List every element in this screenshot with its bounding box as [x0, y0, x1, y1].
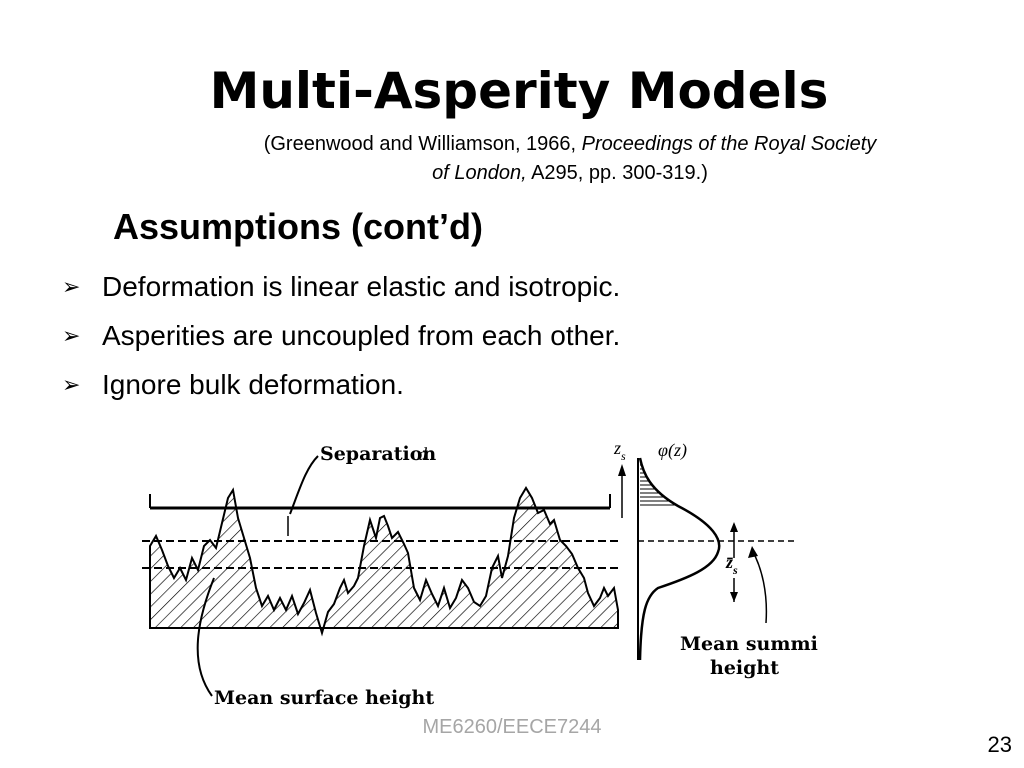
separation-symbol: d [418, 444, 428, 464]
citation-journal-line2: of London, [432, 162, 527, 184]
phi-distribution-curve [638, 457, 721, 661]
rough-surface-profile [149, 486, 619, 637]
arrow-bullet-icon: ➢ [62, 273, 81, 299]
citation-lead: (Greenwood and Williamson, 1966, [263, 133, 582, 155]
arrow-bullet-icon: ➢ [62, 371, 81, 397]
bullet-item: ➢ Ignore bulk deformation. [62, 360, 620, 409]
zs-label: zs [613, 438, 626, 463]
slide-number: 23 [987, 732, 1012, 757]
subheading: Assumptions (cont’d) [113, 206, 483, 247]
citation-journal-line1: Proceedings of the Royal Society [581, 133, 877, 155]
summit-label-line2: height [710, 657, 779, 679]
citation-tail: A295, pp. 300-319.) [526, 162, 708, 184]
course-footer: ME6260/EECE7244 [422, 716, 602, 738]
arrow-bullet-icon: ➢ [62, 322, 81, 348]
distribution-tail-hatch [640, 458, 678, 506]
slide-title: Multi-Asperity Models [209, 62, 829, 120]
mean-surface-label: Mean surface height [214, 687, 434, 709]
citation: (Greenwood and Williamson, 1966, Proceed… [170, 130, 970, 188]
bullet-text: Ignore bulk deformation. [102, 368, 404, 400]
zs-bar-label: z̄s [725, 552, 738, 577]
summit-label-line1: Mean summit [680, 633, 818, 655]
bullet-list: ➢ Deformation is linear elastic and isot… [62, 262, 620, 409]
phi-label: φ(z) [658, 440, 687, 461]
rough-surface-figure: Separation d Mean surface height zs φ(z)… [142, 438, 818, 709]
separation-label: Separation [320, 443, 436, 465]
bullet-text: Deformation is linear elastic and isotro… [102, 270, 621, 302]
bullet-item: ➢ Deformation is linear elastic and isot… [62, 262, 620, 311]
bullet-item: ➢ Asperities are uncoupled from each oth… [62, 311, 620, 360]
bullet-text: Asperities are uncoupled from each other… [102, 319, 621, 351]
